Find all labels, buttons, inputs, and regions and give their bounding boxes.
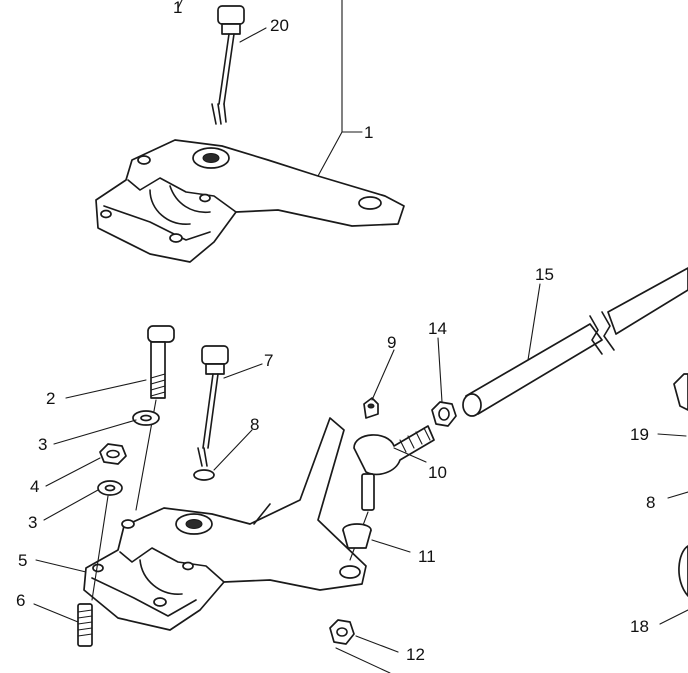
callout-1-top-edge: 1 xyxy=(173,0,182,17)
callout-6: 6 xyxy=(16,591,25,610)
callout-18: 18 xyxy=(630,617,649,636)
callout-20: 20 xyxy=(270,16,289,35)
part-9-grease-fitting xyxy=(363,397,379,419)
callout-8-right: 8 xyxy=(646,493,655,512)
part-12-castle-nut xyxy=(329,619,391,673)
callout-10: 10 xyxy=(428,463,447,482)
callout-1: 1 xyxy=(364,123,373,142)
callout-12: 12 xyxy=(406,645,425,664)
part-4-nut xyxy=(99,443,127,465)
part-2-bolt xyxy=(135,325,175,511)
callout-9: 9 xyxy=(387,333,396,352)
leader-lines xyxy=(33,0,688,653)
callout-4: 4 xyxy=(30,477,39,496)
part-14-jam-nut xyxy=(431,401,457,427)
part-11-dust-boot xyxy=(342,523,372,549)
part-6-stud xyxy=(77,603,93,647)
part-20-sender-unit xyxy=(211,5,267,125)
part-1-upper-steering-arm-assembly xyxy=(95,0,405,263)
callout-11: 11 xyxy=(418,547,436,566)
part-3-washer-upper xyxy=(132,410,160,426)
part-5-lower-steering-arm xyxy=(83,417,367,631)
callout-3-upper: 3 xyxy=(38,435,47,454)
callout-19: 19 xyxy=(630,425,649,444)
part-19-partial xyxy=(673,373,688,411)
part-15-tie-rod-tube xyxy=(462,267,688,417)
callout-5: 5 xyxy=(18,551,27,570)
part-18-partial xyxy=(678,545,688,597)
callout-15: 15 xyxy=(535,265,554,284)
callout-14: 14 xyxy=(428,319,447,338)
callout-7: 7 xyxy=(264,351,273,370)
callout-3-lower: 3 xyxy=(28,513,37,532)
callout-2: 2 xyxy=(46,389,55,408)
part-7-sender-unit xyxy=(197,345,229,467)
callout-8: 8 xyxy=(250,415,259,434)
part-8-o-ring xyxy=(193,469,215,481)
callout-labels: 1 20 1 2 3 4 3 5 6 7 8 9 14 15 10 11 12 … xyxy=(16,0,655,664)
part-3-washer-lower xyxy=(91,480,123,601)
